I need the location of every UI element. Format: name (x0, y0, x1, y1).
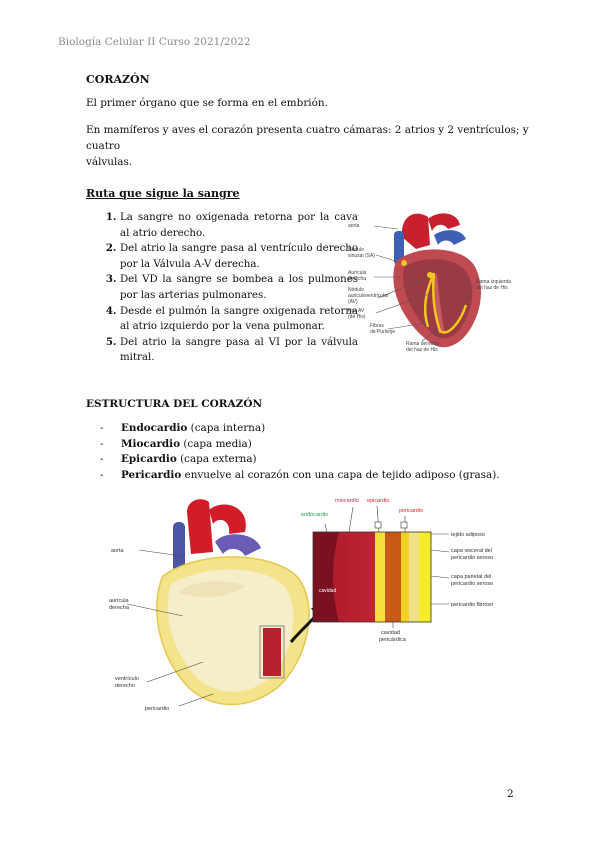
label-cavidad-pericardica-2: pericárdica (379, 637, 407, 643)
paragraph-first-organ: El primer órgano que se forma en el embr… (86, 97, 328, 109)
route-steps-list: La sangre no oxigenada retorna por la ca… (100, 210, 358, 366)
label-capa-parietal-2: pericardio seroso (451, 581, 493, 587)
label-nodulo-sinusal-2: sinusal (SA) (348, 253, 375, 259)
vena-cava (394, 231, 404, 265)
layer-desc: (capa externa) (176, 453, 257, 465)
layer-desc: (capa media) (180, 437, 252, 450)
label-capa-parietal-1: capa parietal del (451, 574, 491, 580)
page-number: 2 (507, 788, 514, 800)
layer-item: - Endocardio (capa interna) (100, 421, 520, 437)
label-rama-derecha-1: Rama derecha (406, 341, 439, 347)
vena-cava-large (173, 522, 185, 572)
label-rama-izquierda-1: Rama izquierda (476, 279, 511, 285)
route-step: Del atrio la sangre pasa al ventrículo d… (120, 241, 358, 272)
label-rama-derecha-2: del haz de His (406, 347, 438, 353)
section-title-corazon: CORAZÓN (86, 73, 150, 86)
label-haz-av-1: Haz AV (348, 308, 365, 314)
label-nodulo-av-2: auriculoventricular (348, 293, 389, 299)
label-rama-izquierda-2: del haz de His (476, 285, 508, 291)
aortic-arch (428, 213, 460, 231)
label-tejido-adiposo: tejido adiposo (451, 532, 485, 538)
pulmonary-artery (434, 230, 466, 245)
label-nodulo-av-1: Nódulo (348, 287, 364, 293)
route-step: La sangre no oxigenada retorna por la ca… (120, 210, 358, 241)
route-step: Del atrio la sangre pasa al VI por la vá… (120, 335, 358, 366)
list-dash: - (100, 422, 104, 434)
layers-list: - Endocardio (capa interna) - Miocardio … (100, 421, 520, 483)
layer-term: Endocardio (121, 422, 188, 434)
parietal-band (409, 532, 419, 622)
epicardium-band (375, 532, 385, 622)
label-nodulo-sinusal-1: Nódulo (348, 247, 364, 253)
label-auricula-derecha-2: derecha (348, 276, 366, 282)
label-pericardio: pericardio (145, 706, 169, 712)
label-ventriculo-1: ventrículo (115, 676, 139, 682)
visceral-band (401, 532, 409, 622)
layer-desc: (capa interna) (187, 422, 266, 434)
layer-item: - Pericardio envuelve al corazón con una… (100, 468, 520, 484)
layer-term: Pericardio (121, 468, 182, 481)
conduction-pathway (432, 272, 468, 334)
layer-term: Miocardio (121, 437, 181, 450)
label-miocardio: miocardio (335, 498, 359, 504)
label-fibras-purkinje-1: Fibras (370, 323, 384, 329)
av-node (427, 272, 433, 278)
heart-conduction-diagram: aorta Nódulo sinusal (SA) Aurícula derec… (348, 213, 511, 353)
list-dash: - (100, 437, 104, 450)
aorta-vessel (401, 213, 430, 249)
label-epicardio: epicardio (367, 498, 389, 504)
fibrous-band (419, 532, 431, 622)
route-step: Desde el pulmón la sangre oxigenada reto… (120, 304, 358, 335)
heart-layers-diagram: cavidad aorta aurícula derecha ventrícul… (109, 498, 493, 712)
heart-surface (167, 569, 294, 692)
list-dash: - (100, 453, 104, 465)
route-step: Del VD la sangre se bombea a los pulmone… (120, 272, 358, 303)
layer-item: - Epicardio (capa externa) (100, 452, 520, 468)
layer-desc: envuelve al corazón con una capa de teji… (181, 468, 500, 481)
label-pericardio-fibroso: pericardio fibroso (451, 602, 493, 608)
adipose-band (385, 532, 401, 622)
zoom-panel: cavidad (312, 531, 432, 623)
endocardium-section (313, 532, 339, 622)
page-header: Biología Celular II Curso 2021/2022 (58, 36, 251, 48)
label-nodulo-av-3: (AV) (348, 299, 358, 305)
paragraph-chambers-line2: válvulas. (86, 156, 133, 168)
label-aorta: aorta (111, 548, 124, 554)
structure-title: ESTRUCTURA DEL CORAZÓN (86, 398, 263, 410)
label-endocardio: endocardio (301, 512, 328, 518)
label-capa-visceral-1: capa visceral del (451, 548, 492, 554)
pulmonary-trunk-large (215, 534, 261, 556)
label-auricula-derecha-1: Aurícula (348, 270, 367, 276)
label-auricula-2: derecha (109, 605, 130, 611)
sa-node (401, 260, 407, 266)
paragraph-chambers-line1: En mamíferos y aves el corazón presenta … (86, 124, 529, 152)
aortic-arch-large (209, 504, 246, 534)
label-cavidad-pericardica-1: cavidad (381, 630, 400, 636)
layer-item: - Miocardio (capa media) (100, 437, 520, 453)
label-auricula-1: aurícula (109, 598, 130, 604)
aorta-large (187, 499, 213, 554)
paragraph-chambers: En mamíferos y aves el corazón presenta … (86, 122, 546, 170)
label-aorta-conduction: aorta (348, 223, 360, 229)
route-title: Ruta que sigue la sangre (86, 187, 240, 200)
list-dash: - (100, 468, 104, 481)
label-haz-av-2: (de His) (348, 314, 366, 320)
label-cavidad: cavidad (319, 588, 336, 594)
label-fibras-purkinje-2: de Purkinje (370, 329, 395, 335)
auricle-lobe (179, 581, 245, 598)
label-pericardio-top: pericardio (399, 508, 423, 514)
cut-window-frame (259, 625, 285, 679)
label-ventriculo-2: derecho (115, 683, 135, 689)
cut-window (263, 628, 281, 676)
layer-term: Epicardio (121, 453, 177, 465)
label-capa-visceral-2: pericardio seroso (451, 555, 493, 561)
right-bundle (423, 272, 436, 328)
